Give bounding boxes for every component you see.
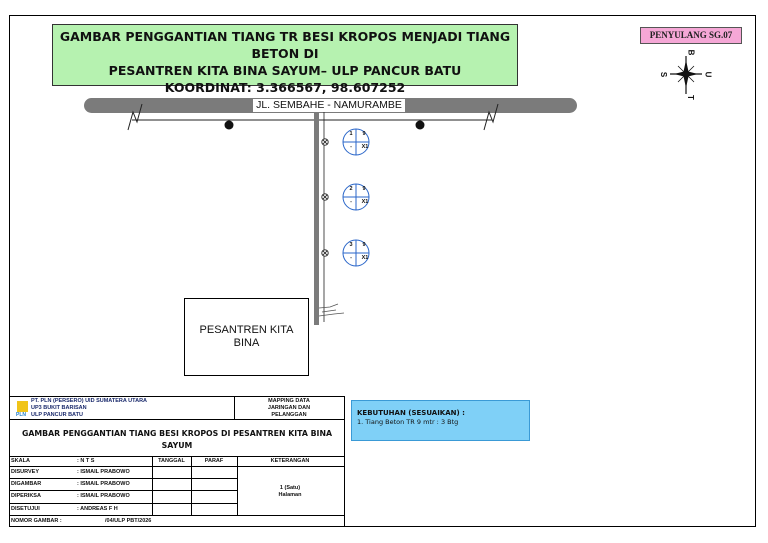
pole-2-height: 9 — [362, 186, 366, 192]
digambar-value: : ISMAIL PRABOWO — [77, 481, 130, 487]
disetujui-label: DISETUJUI — [11, 506, 40, 512]
line-break-right-icon — [483, 103, 499, 131]
pole-feeder-line — [314, 112, 319, 325]
keterangan-value-2: Halaman — [278, 492, 302, 498]
disurvey-value: : ISMAIL PRABOWO — [77, 469, 130, 475]
drawing-title-text: GAMBAR PENGGANTIAN TIANG BESI KROPOS DI … — [21, 429, 333, 450]
title-line-2: PESANTREN KITA BINA SAYUM– ULP PANCUR BA… — [108, 63, 462, 78]
tanggal-header: TANGGAL — [158, 458, 185, 464]
keterangan-value-1: 1 (Satu) — [279, 485, 301, 491]
pole-2-code: - — [350, 199, 352, 205]
compass-east-label: U — [703, 71, 713, 78]
keterangan-header: KETERANGAN — [270, 458, 310, 464]
needs-heading: KEBUTUHAN (SESUAIKAN) : — [357, 409, 465, 417]
pole-2-type: X1 — [361, 199, 369, 205]
compass-south-label: T — [685, 95, 695, 100]
pole-marker-1-icon — [321, 138, 329, 146]
pole-3-code: - — [350, 255, 352, 261]
pole-1-type: X1 — [361, 144, 369, 150]
compass-west-label: S — [659, 71, 669, 78]
skala-value: : N T S — [77, 458, 95, 464]
nomor-gambar-value: /04/ULP PBT/2026 — [105, 518, 152, 524]
line-break-left-icon — [127, 103, 143, 131]
diperiksa-label: DIPERIKSA — [11, 493, 41, 499]
company-line-2: UP3 BUKIT BARISAN — [31, 405, 87, 411]
drawing-frame — [9, 15, 756, 527]
pole-info-circle-1 — [342, 128, 370, 156]
pln-logo-icon — [17, 401, 28, 412]
digambar-label: DIGAMBAR — [11, 481, 42, 487]
pole-1-code: - — [350, 144, 352, 150]
penyulang-badge: PENYULANG SG.07 — [640, 27, 742, 44]
company-line-3: ULP PANCUR BATU — [31, 412, 83, 418]
needs-item-1: 1. Tiang Beton TR 9 mtr : 3 Btg — [357, 418, 459, 426]
building-label: PESANTREN KITA BINA — [199, 324, 294, 349]
pole-marker-3-icon — [321, 249, 329, 257]
title-line-3: KOORDINAT: 3.366567, 98.607252 — [164, 80, 406, 95]
building-pesantren: PESANTREN KITA BINA — [184, 298, 309, 376]
skala-label: SKALA — [11, 458, 30, 464]
company-line-1: PT. PLN (PERSERO) UID SUMATERA UTARA — [31, 398, 148, 404]
pole-info-circle-3 — [342, 239, 370, 267]
pole-3-height: 9 — [362, 242, 366, 248]
mapping-line-3: PELANGGAN — [271, 412, 307, 418]
compass-icon — [670, 56, 702, 94]
disurvey-label: DISURVEY — [11, 469, 40, 475]
drawing-title-box: GAMBAR PENGGANTIAN TIANG TR BESI KROPOS … — [52, 24, 518, 95]
mapping-line-1: MAPPING DATA — [268, 398, 310, 404]
disetujui-value: : ANDREAS F H — [77, 506, 118, 512]
compass-north-label: B — [686, 49, 696, 56]
pole-info-circle-2 — [342, 183, 370, 211]
mapping-line-2: JARINGAN DAN — [267, 405, 311, 411]
diperiksa-value: : ISMAIL PRABOWO — [77, 493, 130, 499]
pole-3-type: X1 — [361, 255, 369, 261]
pole-1-height: 9 — [362, 131, 366, 137]
needs-box: KEBUTUHAN (SESUAIKAN) : 1. Tiang Beton T… — [351, 400, 530, 441]
pole-marker-2-icon — [321, 193, 329, 201]
road-label: JL. SEMBAHE - NAMURAMBE — [253, 99, 405, 112]
service-connection-icon — [318, 303, 345, 317]
title-block: PT. PLN (PERSERO) UID SUMATERA UTARA UP3… — [9, 396, 345, 527]
paraf-header: PARAF — [204, 458, 224, 464]
pln-logo-text: PLN — [16, 412, 26, 418]
nomor-gambar-label: NOMOR GAMBAR : — [11, 518, 62, 524]
pole-2-number: 2 — [349, 186, 353, 192]
title-line-1: GAMBAR PENGGANTIAN TIANG TR BESI KROPOS … — [59, 29, 511, 61]
existing-pole-left — [224, 120, 234, 130]
existing-pole-right — [415, 120, 425, 130]
pole-1-number: 1 — [349, 131, 353, 137]
pole-3-number: 3 — [349, 242, 353, 248]
